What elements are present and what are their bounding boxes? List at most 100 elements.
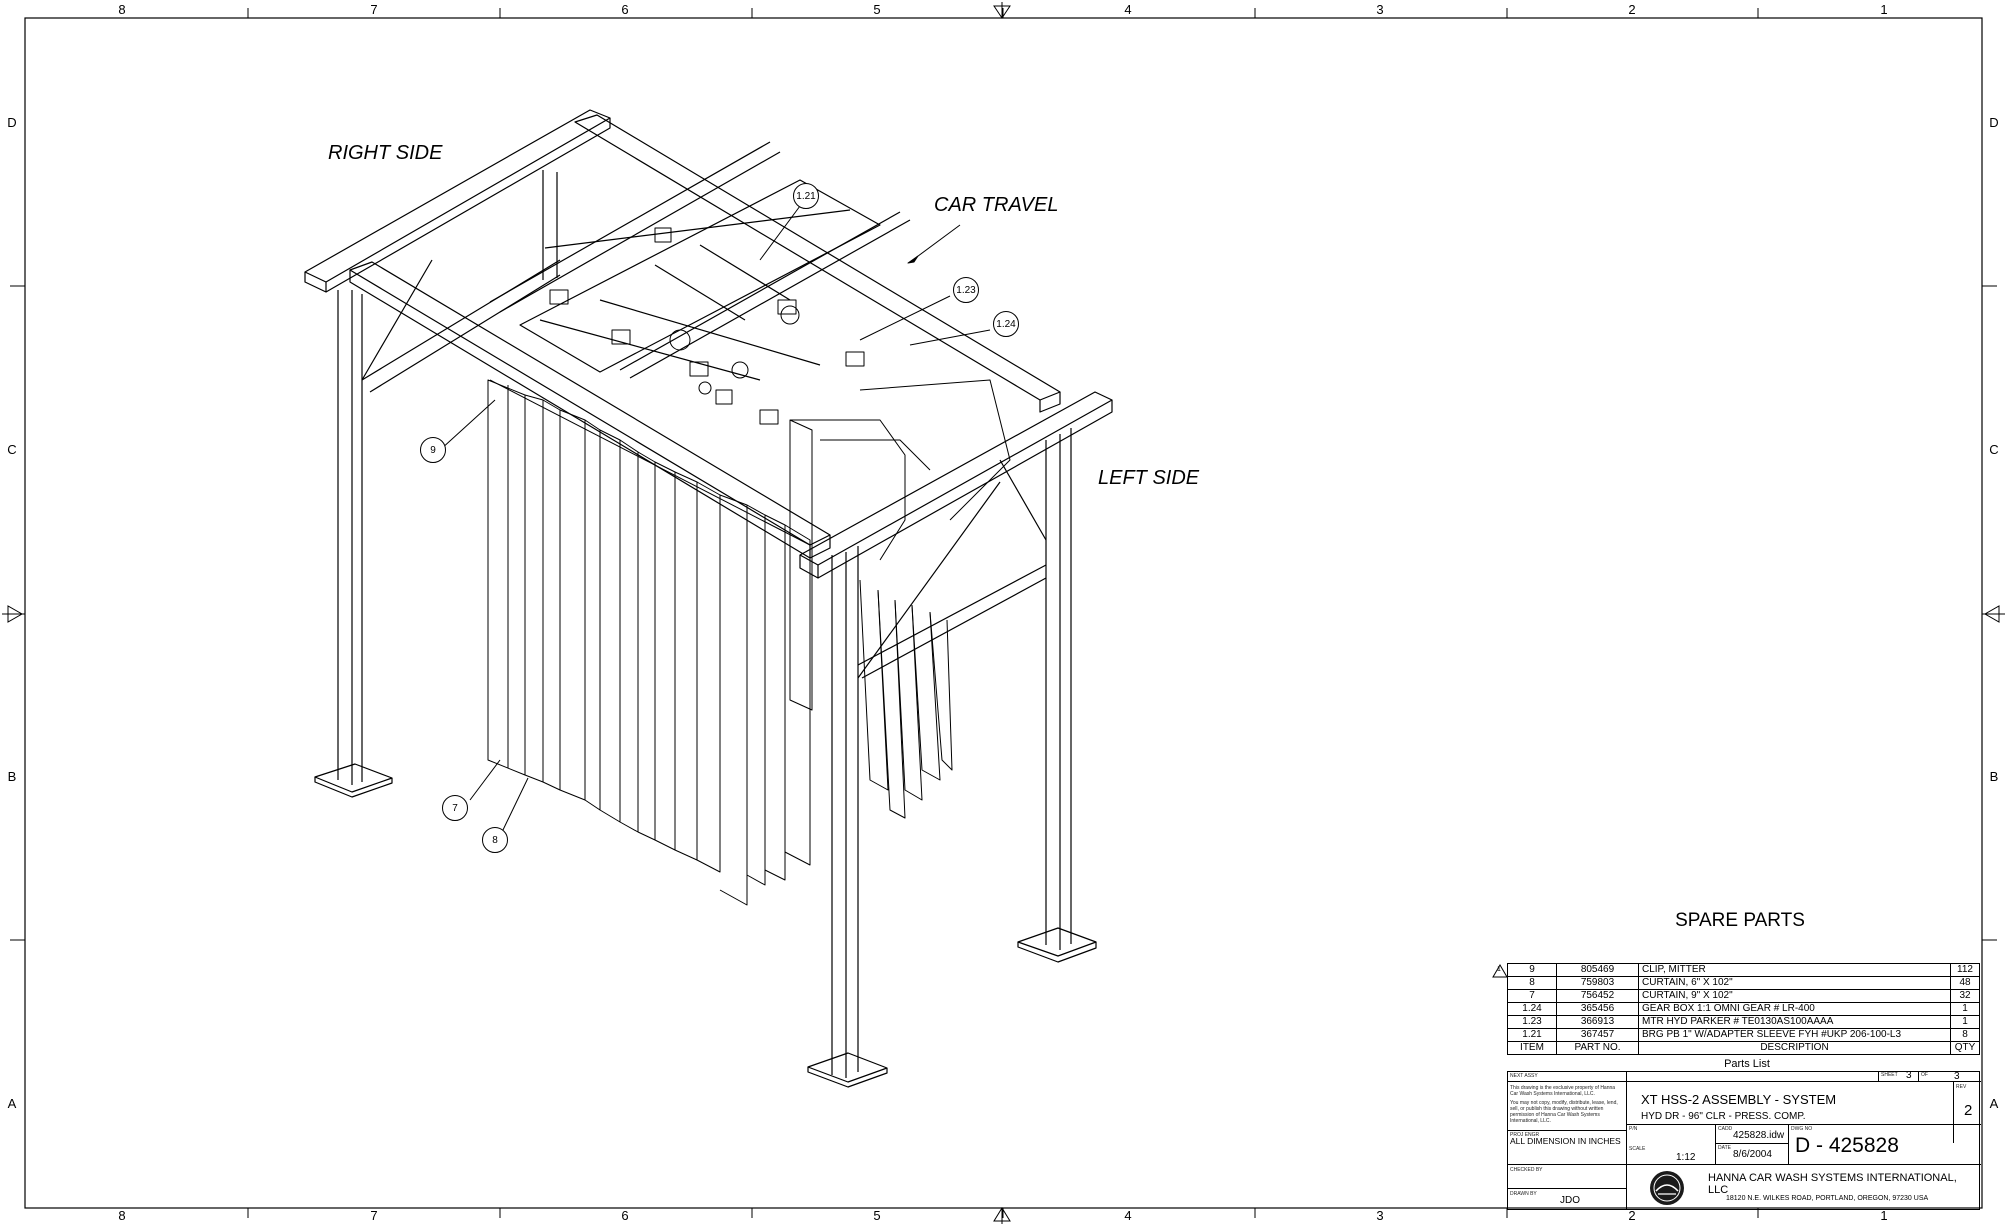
assembly-drawing (304, 109, 1113, 1088)
checked-by-label: CHECKED BY (1510, 1167, 1543, 1173)
ownership-notice: This drawing is the exclusive property o… (1510, 1085, 1616, 1097)
of-label: OF (1921, 1072, 1928, 1078)
column-right-back (542, 170, 558, 280)
balloon-1-23: 1.23 (953, 277, 979, 303)
zone-col-2-top: 2 (1628, 2, 1636, 17)
zone-col-4-top: 4 (1124, 2, 1132, 17)
next-assy-label: NEXT ASSY (1510, 1073, 1538, 1079)
parts-list-caption: Parts List (1724, 1058, 1770, 1070)
dimension-note: ALL DIMENSION IN INCHES (1510, 1136, 1621, 1146)
bearing-blocks (549, 227, 865, 425)
zone-col-8-bottom: 8 (118, 1208, 126, 1223)
zone-col-1-top: 1 (1880, 2, 1888, 17)
zone-col-5-bottom: 5 (873, 1208, 881, 1223)
curtains-right (487, 379, 811, 906)
cell-item: 8 (1507, 976, 1557, 990)
table-row: 8 759803 CURTAIN, 6" X 102" 48 (1507, 976, 1980, 990)
cadd-file: 425828.idw (1733, 1130, 1785, 1141)
cell-item: 1.23 (1507, 1015, 1557, 1029)
drawing-number: D - 425828 (1795, 1134, 1899, 1157)
balloon-9: 9 (420, 437, 446, 463)
drawing-title-line-2: HYD DR - 96" CLR - PRESS. COMP. (1641, 1111, 1806, 1122)
balloon-8: 8 (482, 827, 508, 853)
cell-part-no: 366913 (1556, 1015, 1639, 1029)
proj-engr-label: PROJ ENGR (1510, 1132, 1540, 1138)
zone-row-c-left: C (7, 442, 17, 457)
cell-item: 1.21 (1507, 1028, 1557, 1042)
table-row: 7 756452 CURTAIN, 9" X 102" 32 (1507, 989, 1980, 1003)
cell-part-no: 367457 (1556, 1028, 1639, 1042)
revision-mark: 1 (1497, 966, 1501, 973)
zone-col-7-top: 7 (370, 2, 378, 17)
scale-label: SCALE (1629, 1146, 1646, 1152)
column-left-back (1017, 428, 1097, 963)
company-name: HANNA CAR WASH SYSTEMS INTERNATIONAL, LL… (1708, 1172, 1957, 1196)
cell-item: 9 (1507, 963, 1557, 977)
table-header-row: ITEM PART NO. DESCRIPTION QTY (1507, 1041, 1980, 1055)
drawing-title-line-1: XT HSS-2 ASSEMBLY - SYSTEM (1641, 1092, 1837, 1107)
top-frame (304, 109, 1113, 579)
zone-row-a-left: A (7, 1096, 17, 1111)
table-row: 9 805469 CLIP, MITTER 112 (1507, 963, 1980, 977)
company-logo-icon (1648, 1169, 1686, 1207)
zone-col-5-top: 5 (873, 2, 881, 17)
cell-qty: 1 (1950, 1002, 1980, 1016)
title-block: NEXT ASSY SHEET 3 OF 3 This drawing is t… (1507, 1070, 1981, 1210)
right-side-label: RIGHT SIDE (328, 142, 443, 164)
table-row: 1.21 367457 BRG PB 1" W/ADAPTER SLEEVE F… (1507, 1028, 1980, 1042)
cell-description: CURTAIN, 9" X 102" (1638, 989, 1951, 1003)
zone-col-2-bottom: 2 (1628, 1208, 1636, 1223)
zone-col-1-bottom: 1 (1880, 1208, 1888, 1223)
table-row: 1.24 365456 GEAR BOX 1:1 OMNI GEAR # LR-… (1507, 1002, 1980, 1016)
zone-row-b-right: B (1989, 769, 1999, 784)
cell-description: MTR HYD PARKER # TE0130AS100AAAA (1638, 1015, 1951, 1029)
pn-label: P/N (1629, 1126, 1638, 1132)
cell-description: BRG PB 1" W/ADAPTER SLEEVE FYH #UKP 206-… (1638, 1028, 1951, 1042)
zone-col-3-top: 3 (1376, 2, 1384, 17)
zone-row-c-right: C (1989, 442, 1999, 457)
cell-qty: 1 (1950, 1015, 1980, 1029)
company-address: 18120 N.E. WILKES ROAD, PORTLAND, OREGON… (1726, 1195, 1929, 1202)
header-item: ITEM (1507, 1041, 1557, 1055)
column-right-front (314, 290, 393, 798)
zone-row-b-left: B (7, 769, 17, 784)
revision-triangle-icon: 1 (1492, 964, 1508, 981)
curtains-left (789, 379, 1011, 819)
zone-row-d-left: D (7, 115, 17, 130)
column-left-front (807, 546, 888, 1088)
copy-notice: You may not copy, modify, distribute, le… (1510, 1100, 1618, 1124)
sheet-label: SHEET (1881, 1072, 1898, 1078)
cell-part-no: 756452 (1556, 989, 1639, 1003)
table-row: 1.23 366913 MTR HYD PARKER # TE0130AS100… (1507, 1015, 1980, 1029)
cell-part-no: 759803 (1556, 976, 1639, 990)
zone-row-a-right: A (1989, 1096, 1999, 1111)
cell-qty: 8 (1950, 1028, 1980, 1042)
drawn-by-value: JDO (1560, 1195, 1580, 1206)
header-qty: QTY (1950, 1041, 1980, 1055)
balloon-7: 7 (442, 795, 468, 821)
cell-item: 1.24 (1507, 1002, 1557, 1016)
spare-parts-title: SPARE PARTS (1675, 910, 1805, 931)
zone-col-3-bottom: 3 (1376, 1208, 1384, 1223)
drawn-by-label: DRAWN BY (1510, 1191, 1537, 1197)
zone-col-8-top: 8 (118, 2, 126, 17)
cell-qty: 112 (1950, 963, 1980, 977)
cadd-label: CADD (1718, 1126, 1733, 1132)
date-label: DATE (1718, 1145, 1731, 1151)
header-description: DESCRIPTION (1638, 1041, 1951, 1055)
balloon-1-21: 1.21 (793, 183, 819, 209)
leader-lines (439, 205, 991, 833)
zone-row-d-right: D (1989, 115, 1999, 130)
date-value: 8/6/2004 (1733, 1149, 1772, 1160)
cell-description: CURTAIN, 6" X 102" (1638, 976, 1951, 990)
balloon-1-24: 1.24 (993, 311, 1019, 337)
parts-list-table: 9 805469 CLIP, MITTER 112 8 759803 CURTA… (1507, 963, 1980, 1055)
cell-qty: 32 (1950, 989, 1980, 1003)
car-travel-label: CAR TRAVEL (934, 194, 1059, 216)
revision-number: 2 (1964, 1102, 1973, 1119)
rev-label: REV (1956, 1084, 1967, 1090)
cell-qty: 48 (1950, 976, 1980, 990)
dwg-no-label: DWG NO (1791, 1126, 1813, 1132)
